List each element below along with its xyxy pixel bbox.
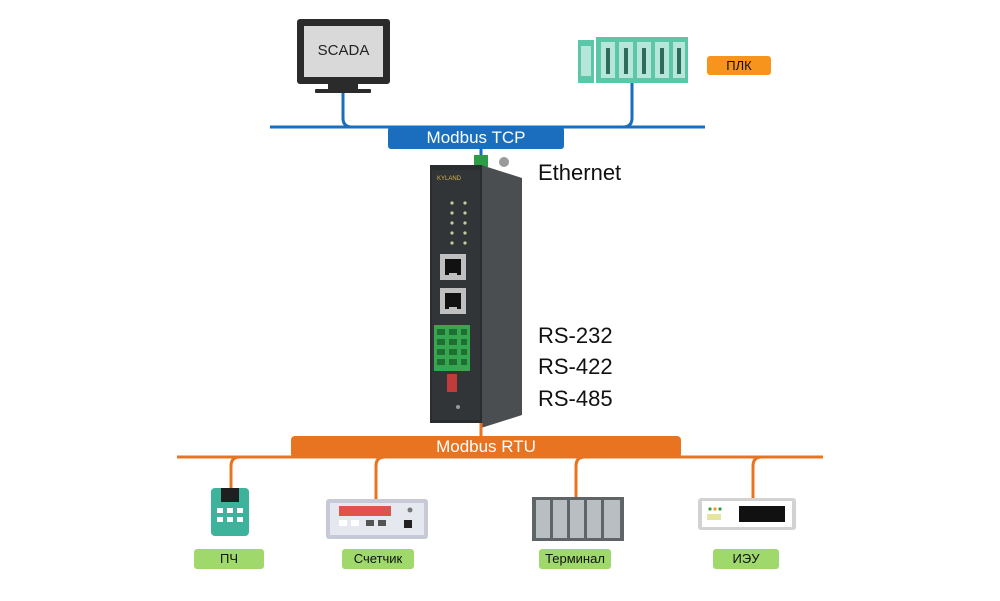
ethernet-label: Ethernet	[538, 160, 622, 185]
vfd-device	[211, 488, 249, 536]
rs485-label: RS-485	[538, 386, 613, 411]
scada-monitor	[297, 19, 390, 93]
terminal-device	[532, 497, 624, 541]
plc-device	[578, 37, 688, 83]
gateway-device	[430, 155, 522, 438]
rs232-label: RS-232	[538, 323, 613, 348]
ied-tag: ИЭУ	[713, 549, 779, 569]
gateway-brand: KYLAND	[437, 176, 462, 182]
meter-device	[326, 499, 428, 539]
rs422-label: RS-422	[538, 354, 613, 379]
meter-tag: Счетчик	[342, 549, 414, 569]
modbus-tcp-bus	[270, 83, 705, 163]
ied-device	[698, 498, 796, 530]
modbus-rtu-bus	[177, 436, 823, 500]
terminal-tag: Терминал	[539, 549, 611, 569]
modbus-rtu-label: Modbus RTU	[436, 437, 536, 456]
vfd-tag: ПЧ	[194, 549, 264, 569]
scada-label: SCADA	[317, 42, 370, 59]
modbus-tcp-label: Modbus TCP	[426, 128, 526, 147]
plc-tag: ПЛК	[707, 56, 771, 75]
